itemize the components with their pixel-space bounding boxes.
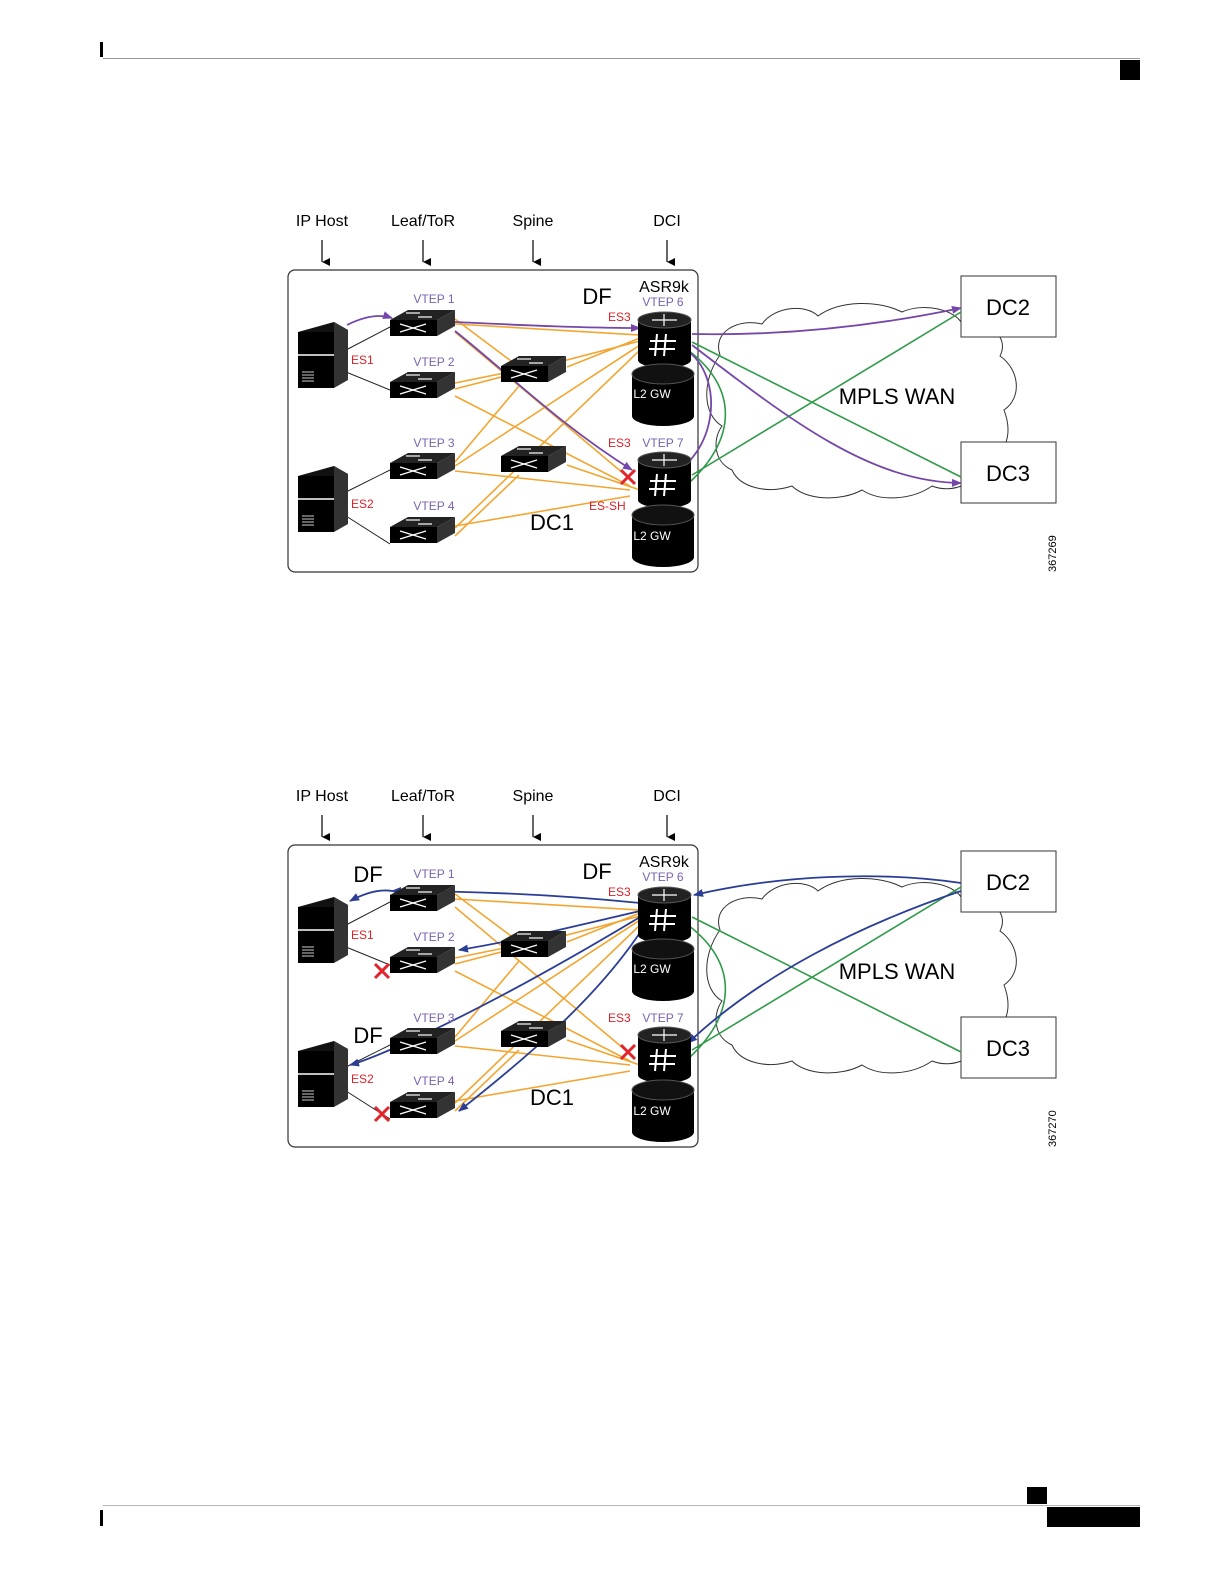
segment-label: ES-SH bbox=[589, 499, 626, 513]
router-vtep-6 bbox=[638, 312, 691, 368]
l2-gateway-1: L2 GW bbox=[632, 939, 694, 1001]
ip-host-2 bbox=[298, 1041, 348, 1107]
column-label-leaf: Leaf/ToR bbox=[391, 213, 455, 230]
leaf-switch-3 bbox=[390, 1028, 455, 1054]
bum-flow bbox=[350, 890, 392, 901]
router-vtep-7 bbox=[638, 452, 691, 508]
l2-gateway-label: L2 GW bbox=[633, 1104, 671, 1118]
segment-label: ES3 bbox=[608, 1011, 631, 1025]
fabric-link bbox=[455, 471, 630, 490]
vtep-label: VTEP 2 bbox=[413, 355, 454, 369]
ip-host-1 bbox=[298, 322, 348, 388]
footer-rule bbox=[103, 1505, 1140, 1506]
leaf-switch-2 bbox=[390, 372, 455, 398]
bum-flow bbox=[350, 1049, 392, 1065]
router-model-label: ASR9k bbox=[639, 854, 690, 871]
segment-label: ES3 bbox=[608, 310, 631, 324]
segment-label: ES1 bbox=[351, 353, 374, 367]
vtep-label: VTEP 2 bbox=[413, 930, 454, 944]
host-link bbox=[346, 327, 390, 350]
bum-flow bbox=[347, 316, 392, 325]
router-model-label: ASR9k bbox=[639, 279, 690, 296]
segment-label: ES3 bbox=[608, 436, 631, 450]
vtep-label: VTEP 6 bbox=[642, 295, 683, 309]
host-link bbox=[346, 947, 390, 965]
ip-host-1 bbox=[298, 897, 348, 963]
df-label: DF bbox=[353, 862, 382, 887]
df-label: DF bbox=[582, 284, 611, 309]
blocked-port-icon bbox=[375, 1107, 389, 1121]
segment-label: ES2 bbox=[351, 497, 374, 511]
figure-id: 367269 bbox=[1047, 535, 1059, 572]
fabric-link bbox=[455, 1050, 519, 1111]
ip-host-2 bbox=[298, 466, 348, 532]
vtep-label: VTEP 6 bbox=[642, 870, 683, 884]
figure-1: IP Host Leaf/ToR Spine DCI MPLS WAN DC2 … bbox=[0, 200, 1224, 620]
leaf-switch-1 bbox=[390, 310, 455, 336]
router-vtep-6 bbox=[638, 887, 691, 943]
segment-label: ES2 bbox=[351, 1072, 374, 1086]
leaf-switch-1 bbox=[390, 885, 455, 911]
dc2-label: DC2 bbox=[986, 870, 1030, 895]
column-label-leaf: Leaf/ToR bbox=[391, 788, 455, 805]
column-label-spine: Spine bbox=[513, 788, 554, 805]
l2-gateway-2: L2 GW bbox=[632, 505, 694, 567]
dc1-label: DC1 bbox=[530, 510, 574, 535]
fabric-link bbox=[455, 1046, 630, 1065]
leaf-switch-4 bbox=[390, 517, 455, 543]
mpls-wan-label: MPLS WAN bbox=[839, 384, 956, 409]
vtep-label: VTEP 3 bbox=[413, 1011, 454, 1025]
column-label-ip-host: IP Host bbox=[296, 788, 349, 805]
footer-tick bbox=[100, 1510, 103, 1526]
blocked-port-icon bbox=[621, 470, 635, 484]
vtep-label: VTEP 1 bbox=[413, 867, 454, 881]
leaf-switch-4 bbox=[390, 1092, 455, 1118]
vtep-label: VTEP 7 bbox=[642, 1011, 683, 1025]
vtep-label: VTEP 3 bbox=[413, 436, 454, 450]
vtep-label: VTEP 7 bbox=[642, 436, 683, 450]
l2-gateway-2: L2 GW bbox=[632, 1080, 694, 1142]
column-label-dci: DCI bbox=[653, 788, 681, 805]
l2-gateway-1: L2 GW bbox=[632, 364, 694, 426]
footer-marker bbox=[1027, 1487, 1047, 1504]
column-label-dci: DCI bbox=[653, 213, 681, 230]
spine-switch-2 bbox=[501, 446, 566, 472]
leaf-switch-3 bbox=[390, 453, 455, 479]
footer-page-tab bbox=[1047, 1507, 1140, 1527]
leaf-switch-2 bbox=[390, 947, 455, 973]
dc3-label: DC3 bbox=[986, 461, 1030, 486]
blocked-port-icon bbox=[621, 1045, 635, 1059]
figure-2: IP Host Leaf/ToR Spine DCI MPLS WAN DC2 … bbox=[0, 775, 1224, 1195]
segment-label: ES1 bbox=[351, 928, 374, 942]
vtep-label: VTEP 4 bbox=[413, 1074, 454, 1088]
host-link bbox=[346, 470, 390, 492]
blocked-port-icon bbox=[375, 964, 389, 978]
column-label-spine: Spine bbox=[513, 213, 554, 230]
fabric-link bbox=[455, 475, 519, 536]
dc1-label: DC1 bbox=[530, 1085, 574, 1110]
l2-gateway-label: L2 GW bbox=[633, 529, 671, 543]
host-link bbox=[346, 902, 390, 925]
host-link bbox=[346, 516, 390, 544]
host-link bbox=[346, 372, 390, 390]
segment-label: ES3 bbox=[608, 885, 631, 899]
spine-switch-2 bbox=[501, 1021, 566, 1047]
df-label: DF bbox=[582, 859, 611, 884]
l2-gateway-label: L2 GW bbox=[633, 962, 671, 976]
figure-id: 367270 bbox=[1047, 1110, 1059, 1147]
column-label-ip-host: IP Host bbox=[296, 213, 349, 230]
vtep-label: VTEP 4 bbox=[413, 499, 454, 513]
l2-gateway-label: L2 GW bbox=[633, 387, 671, 401]
header-marker bbox=[1120, 60, 1140, 80]
router-vtep-7 bbox=[638, 1027, 691, 1083]
df-label: DF bbox=[353, 1023, 382, 1048]
header-tick bbox=[100, 42, 103, 57]
vtep-label: VTEP 1 bbox=[413, 292, 454, 306]
header-rule bbox=[103, 58, 1140, 59]
mpls-wan-label: MPLS WAN bbox=[839, 959, 956, 984]
dc3-label: DC3 bbox=[986, 1036, 1030, 1061]
dc2-label: DC2 bbox=[986, 295, 1030, 320]
